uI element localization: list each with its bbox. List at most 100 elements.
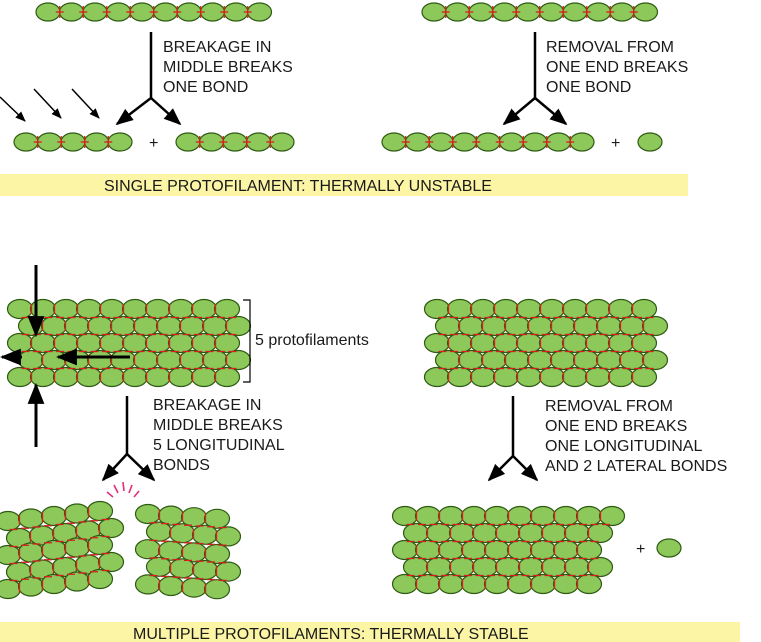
subunit (515, 332, 543, 354)
subunit (201, 349, 229, 371)
subunit (167, 298, 195, 320)
subunit (132, 315, 160, 337)
label-line: ONE END BREAKS (545, 418, 687, 435)
subunit (190, 298, 218, 320)
subunit (552, 505, 580, 527)
subunit (538, 332, 566, 354)
subunit (492, 366, 520, 388)
subunit (414, 573, 442, 595)
subunit (145, 556, 173, 577)
subunit (86, 568, 114, 590)
subunit (572, 315, 600, 337)
subunit (437, 573, 465, 595)
subunit (469, 366, 497, 388)
label-single-middle: BREAKAGE IN MIDDLE BREAKS ONE BOND (163, 39, 297, 96)
subunit (63, 503, 91, 524)
subunit (391, 573, 419, 595)
subunit (17, 315, 45, 337)
subunit (517, 522, 545, 544)
subunit (134, 574, 162, 595)
subunit (190, 366, 218, 388)
label-line: REMOVAL FROM (545, 398, 673, 415)
lattice-top-right (423, 298, 669, 388)
lattice-bottom-right (391, 505, 626, 595)
subunit (483, 573, 511, 595)
label-line: BREAKAGE IN (153, 397, 261, 414)
subunit (637, 132, 663, 152)
subunit (584, 366, 612, 388)
subunit (423, 298, 451, 320)
subunit (224, 315, 252, 337)
subunit (483, 539, 511, 561)
subunit (144, 298, 172, 320)
subunit (540, 522, 568, 544)
label-line: 5 LONGITUDINAL (153, 437, 285, 454)
subunit (132, 349, 160, 371)
subunit (540, 556, 568, 578)
subunit (618, 315, 646, 337)
subunit (494, 556, 522, 578)
subunit (178, 349, 206, 371)
subunit (121, 332, 149, 354)
subunit (471, 522, 499, 544)
subunit (607, 332, 635, 354)
subunit (494, 522, 522, 544)
subunit (214, 526, 242, 547)
subunit (480, 315, 508, 337)
subunit (586, 522, 614, 544)
plus-sign-single-middle: + (149, 135, 158, 152)
subunit (641, 349, 669, 371)
subunit (480, 349, 508, 371)
thermal-agitation-arrows (0, 88, 100, 122)
subunit (391, 539, 419, 561)
single-band (0, 174, 688, 196)
subunit (656, 538, 682, 558)
subunit (6, 298, 34, 320)
label-line: ONE END BREAKS (546, 59, 688, 76)
subunit (224, 349, 252, 371)
lattice-broken-right (134, 503, 242, 600)
subunit (538, 366, 566, 388)
subunit (213, 332, 241, 354)
subunit (586, 556, 614, 578)
lattice-free-subunit (656, 538, 682, 558)
subunit (641, 315, 669, 337)
subunit (168, 558, 196, 579)
label-line: ONE BOND (546, 79, 631, 96)
subunit (121, 298, 149, 320)
subunit (437, 505, 465, 527)
subunit (6, 366, 34, 388)
multi-band-title: MULTIPLE PROTOFILAMENTS: THERMALLY STABL… (133, 626, 529, 642)
label-line: BREAKAGE IN (163, 39, 271, 56)
subunit (584, 332, 612, 354)
subunit (75, 298, 103, 320)
subunit (538, 298, 566, 320)
subunit (630, 298, 658, 320)
subunit (157, 575, 185, 597)
subunit (423, 332, 451, 354)
subunit (425, 522, 453, 544)
single-subunit (637, 132, 663, 152)
subunit (506, 573, 534, 595)
label-line: AND 2 LATERAL BONDS (545, 458, 727, 475)
label-line: BONDS (153, 457, 210, 474)
subunit (575, 539, 603, 561)
plus-sign-multi-end: + (636, 541, 645, 558)
subunit (201, 315, 229, 337)
subunit (402, 522, 430, 544)
subunit (155, 315, 183, 337)
subunit (0, 510, 22, 532)
subunit (203, 543, 231, 565)
subunit (492, 298, 520, 320)
subunit (168, 523, 196, 544)
label-line: ONE LONGITUDINAL (545, 438, 702, 455)
subunit (529, 505, 557, 527)
subunit (191, 559, 219, 581)
label-line: ONE BOND (163, 79, 248, 96)
subunit (178, 315, 206, 337)
subunit (563, 522, 591, 544)
subunit (203, 508, 231, 529)
force-arrows (0, 265, 130, 447)
subunit (191, 524, 219, 545)
